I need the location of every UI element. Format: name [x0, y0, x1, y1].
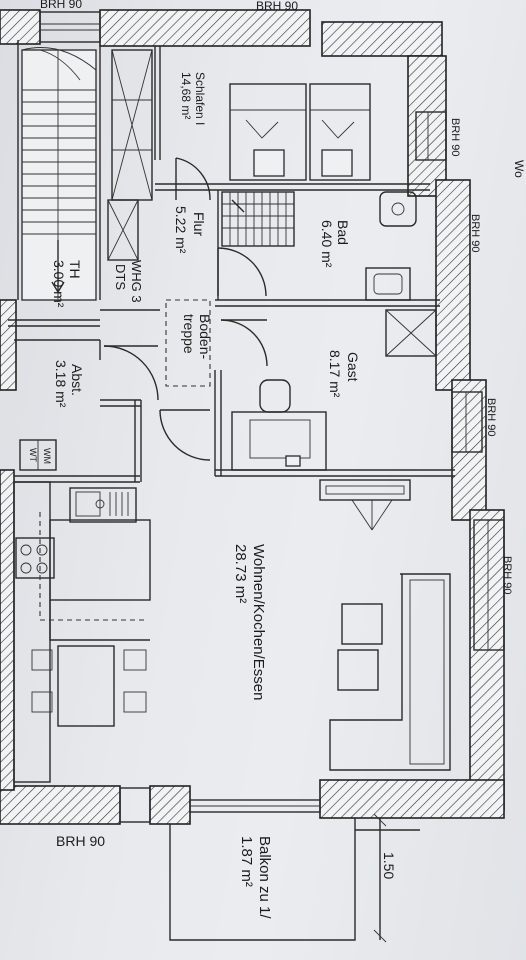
sill-label-right-2: BRH 90 — [469, 214, 481, 253]
unit-label-whg: WHG 3 — [129, 260, 144, 303]
room-name-schlafen: Schlafen I — [193, 72, 207, 125]
staircase — [21, 47, 97, 301]
sill-label-top-left: BRH 90 — [40, 0, 82, 11]
room-name-abst: Abst. — [69, 364, 85, 396]
attic-stair-outline — [165, 299, 211, 387]
windows — [39, 11, 505, 823]
exterior-walls — [0, 9, 505, 825]
appliance-wm: WM — [42, 448, 52, 464]
sill-label-bottom-left: BRH 90 — [56, 833, 105, 849]
room-name-gast: Gast — [345, 352, 361, 382]
corner-label: Wo — [512, 160, 526, 178]
room-name-flur: Flur — [191, 212, 207, 236]
sill-label-right-4: BRH 90 — [501, 556, 513, 595]
balcony — [169, 813, 420, 943]
bathroom-fixtures — [221, 191, 417, 301]
room-area-th: 3.00 m² — [51, 260, 67, 308]
doors — [103, 157, 268, 461]
room-name-balkon: Balkon zu 1/ — [256, 836, 273, 919]
attic-stair-label-1: Boden- — [197, 314, 213, 359]
storage-room-fixtures — [19, 439, 57, 471]
sill-label-top: BRH 90 — [256, 0, 298, 13]
sill-label-right-1: BRH 90 — [449, 118, 461, 157]
room-area-schlafen: 14,68 m² — [179, 72, 193, 119]
room-name-th: TH — [67, 260, 83, 279]
kitchen — [13, 481, 151, 783]
room-area-abst: 3.18 m² — [53, 360, 69, 408]
room-area-wohnen: 28.73 m² — [232, 544, 249, 603]
interior-walls — [8, 40, 455, 483]
room-area-flur: 5.22 m² — [173, 206, 189, 254]
storage-cabinets — [107, 49, 153, 261]
room-area-bad: 6.40 m² — [319, 220, 335, 268]
appliance-wt: WT — [28, 448, 38, 462]
dimension-label: 1.50 — [381, 852, 397, 879]
sill-label-right-3: BRH 90 — [485, 398, 497, 437]
room-area-balkon: 1.87 m² — [238, 836, 255, 887]
room-name-wohnen: Wohnen/Kochen/Essen — [250, 544, 267, 701]
guest-room-furniture — [231, 309, 437, 471]
sofa — [329, 573, 451, 771]
tv-sideboard — [319, 479, 411, 531]
room-area-gast: 8.17 m² — [327, 350, 343, 398]
beds — [229, 83, 371, 181]
room-name-bad: Bad — [335, 220, 351, 245]
unit-label-dts: DTS — [113, 264, 128, 290]
attic-stair-label-2: treppe — [181, 314, 197, 354]
